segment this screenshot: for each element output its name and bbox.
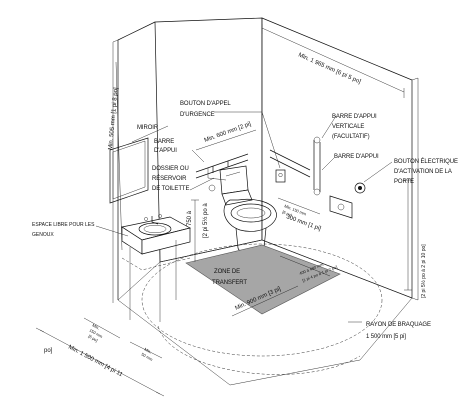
dim-750-2: [2 pi 5½ po à xyxy=(202,203,209,238)
label-vertical-bar-2: VERTICALE xyxy=(332,124,364,130)
label-emergency-button-2: D'URGENCE xyxy=(180,112,215,118)
label-grab-bar-right: BARRE D'APPUI xyxy=(334,154,379,160)
dim-small-150-2: 150 mm xyxy=(89,328,105,340)
dim-small-50-2: 50 mm xyxy=(141,352,155,363)
door-button xyxy=(354,182,366,194)
grab-bar-back xyxy=(195,153,249,173)
sink-vanity xyxy=(121,214,191,322)
label-tank-1: DOSSIER OU xyxy=(152,166,189,172)
dim-min-505: Min. 505 mm [1 pi 8 po] xyxy=(108,87,119,150)
dim-min-1500-2: po] xyxy=(44,348,53,354)
dimension-lines xyxy=(35,24,412,397)
dim-right-height: [2 pi 5½ po à 2 pi 10 po] xyxy=(420,244,427,298)
label-door-button-1: BOUTON ÉLECTRIQUE xyxy=(394,158,458,165)
label-grab-bar-left-1: BARRE xyxy=(154,139,174,145)
turning-radius xyxy=(141,243,383,375)
label-transfer-zone-1: ZONE DE xyxy=(214,269,240,275)
toilet xyxy=(207,165,277,255)
label-mirror: MIROIR xyxy=(137,125,159,131)
dim-small-150-1: Min. xyxy=(92,323,101,331)
emergency-button xyxy=(275,169,286,183)
label-vertical-bar-3: (FACULTATIF) xyxy=(332,134,370,140)
dim-small-50-1: Min. xyxy=(144,347,153,355)
label-knee-space-1: ESPACE LIBRE POUR LES xyxy=(32,222,95,228)
label-door-button-3: PORTE xyxy=(394,179,414,185)
label-knee-space-2: GENOUX xyxy=(32,232,54,238)
dim-min-1500-1: Min. 1 500 mm [4 pi 11 xyxy=(67,344,124,378)
paper-dispenser xyxy=(329,195,353,219)
label-emergency-button-1: BOUTON D'APPEL xyxy=(180,101,231,107)
label-vertical-bar-1: BARRE D'APPUI xyxy=(332,114,377,120)
label-door-button-2: D'ACTIVATION DE LA xyxy=(394,169,452,175)
mirror xyxy=(109,137,149,204)
walls xyxy=(112,17,419,386)
label-transfer-zone-2: TRANSFERT xyxy=(212,280,247,286)
left-wall-edge xyxy=(117,21,156,300)
label-tank-3: DE TOILETTE xyxy=(152,186,189,192)
grab-bar-side xyxy=(269,149,311,171)
dim-750-1: 750 à xyxy=(187,210,193,226)
transfer-zone xyxy=(185,244,341,315)
grab-bars xyxy=(195,136,321,196)
dim-small-150-3: [6 po] xyxy=(88,334,99,343)
dim-min-150-2: [6 po] xyxy=(282,209,293,217)
grab-bar-vertical xyxy=(313,140,321,192)
label-tank-2: RÉSERVOIR xyxy=(152,175,187,182)
label-grab-bar-left-2: D'APPUI xyxy=(154,148,177,154)
label-turning-radius-1: RAYON DE BRAQUAGE xyxy=(366,322,431,328)
label-turning-radius-2: 1 500 mm [5 pi] xyxy=(366,334,406,340)
